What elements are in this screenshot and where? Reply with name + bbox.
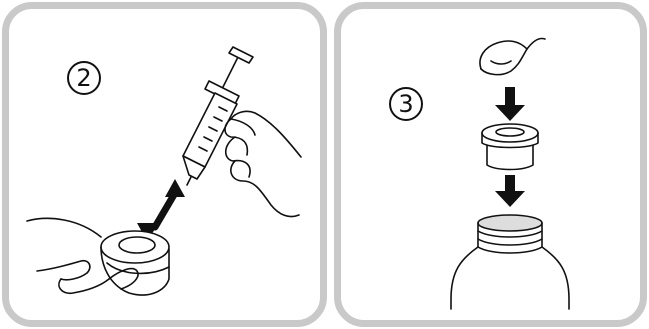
bottle-adapter-icon: [101, 231, 169, 295]
syringe-adapter-illustration: [9, 9, 320, 320]
bottle-adapter-icon: [482, 124, 538, 170]
bottle-icon: [451, 215, 569, 309]
press-adapter-illustration: [341, 9, 640, 320]
syringe-icon: [183, 47, 253, 185]
step-3-panel: 3: [334, 2, 647, 327]
hand-icon: [225, 111, 301, 216]
step-2-panel: 2: [2, 2, 327, 327]
arrow-down-icon: [495, 175, 525, 207]
finger-icon: [480, 38, 545, 74]
arrow-down-icon: [495, 87, 525, 121]
